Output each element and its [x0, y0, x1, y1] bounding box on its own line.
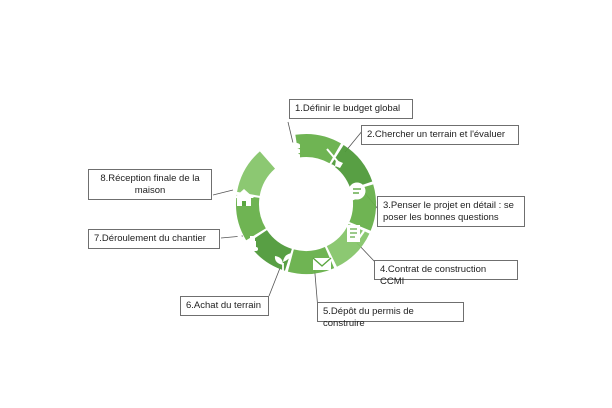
step-label-2: 2.Chercher un terrain et l'évaluer — [361, 125, 519, 145]
step-label-1: 1.Définir le budget global — [289, 99, 413, 119]
house-icon — [234, 189, 254, 206]
speech-bubble-icon — [348, 182, 366, 202]
ring-segment-2 — [331, 144, 373, 189]
sprout-icon — [274, 253, 292, 276]
connector-line-6 — [268, 267, 281, 297]
step-label-7: 7.Déroulement du chantier — [88, 229, 220, 249]
excavator-icon — [235, 234, 258, 251]
step-icons — [234, 142, 366, 276]
coins-icon — [286, 142, 300, 161]
contract-icon — [347, 225, 365, 242]
ring-segment-1 — [295, 133, 341, 164]
connector-line-8 — [212, 189, 234, 196]
shovel-icon — [324, 148, 343, 168]
step-label-4: 4.Contrat de construction CCMI — [374, 260, 518, 287]
step-label-6: 6.Achat du terrain — [180, 296, 269, 316]
envelope-icon — [312, 257, 332, 270]
step-label-5: 5.Dépôt du permis de construire — [317, 302, 464, 329]
connector-line-1 — [287, 121, 294, 144]
step-label-8: 8.Réception finale de la maison — [88, 169, 212, 200]
cycle-ring — [236, 133, 376, 274]
step-label-3: 3.Penser le projet en détail : se poser … — [377, 196, 525, 227]
ring-segment-7 — [236, 194, 266, 241]
ring-segment-8 — [237, 151, 276, 196]
